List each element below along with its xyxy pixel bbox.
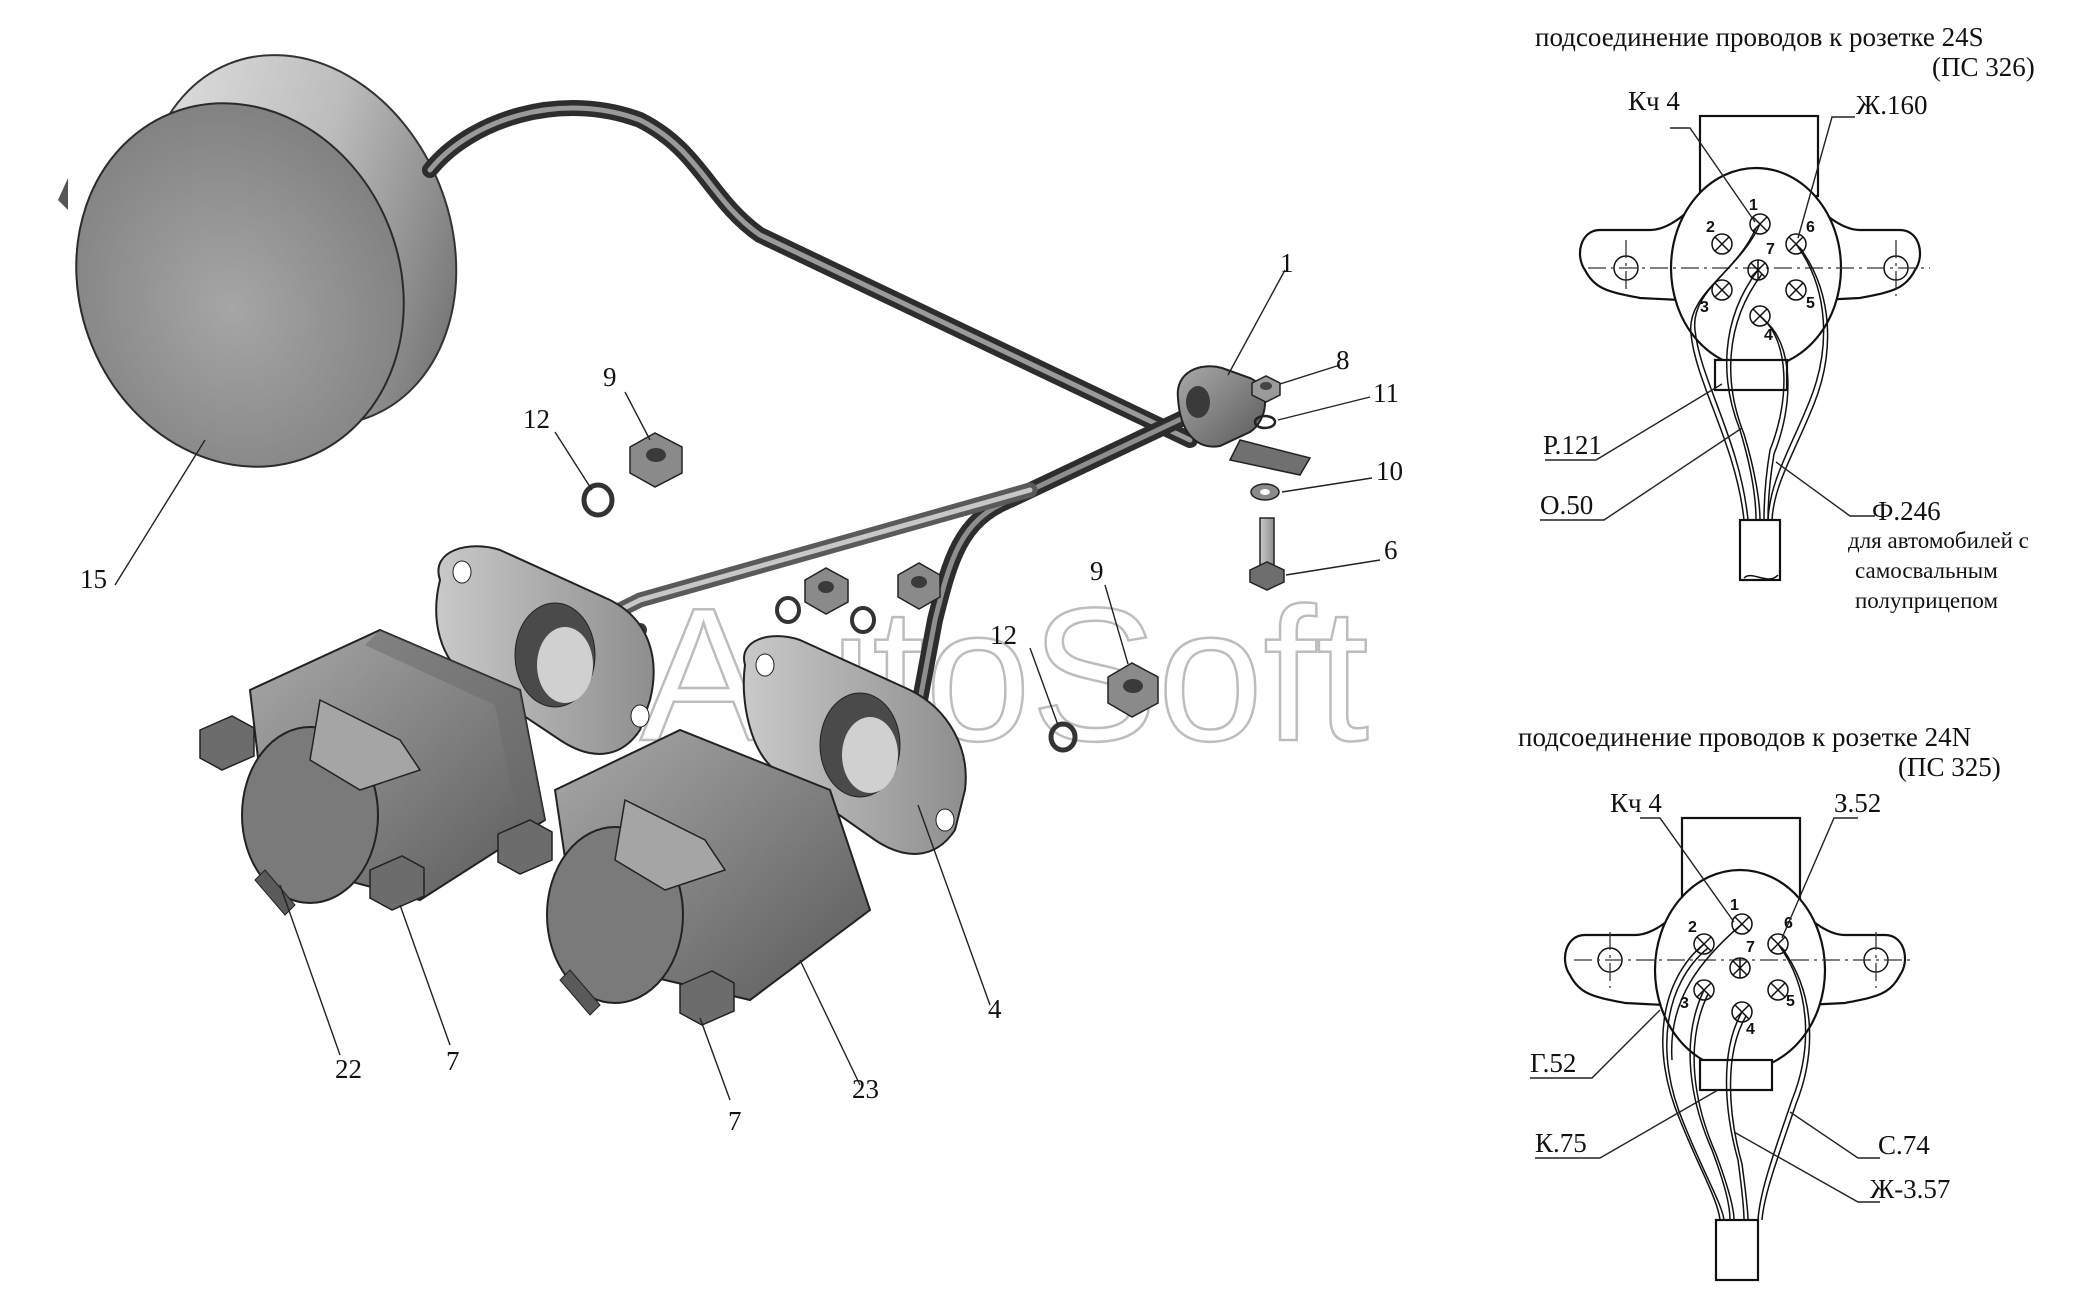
wire-24S-r121: Р.121 [1543,430,1602,460]
washer-11 [1253,414,1277,430]
nut-middle-b [897,562,941,610]
pin-24N-2: 2 [1688,919,1697,936]
socket-24S-code: (ПС 326) [1932,52,2035,82]
pin-24N-4: 4 [1746,1021,1755,1038]
wire-24N-k75: К.75 [1535,1128,1587,1158]
wire-24N-z52: З.52 [1834,788,1881,818]
pin-24S-3: 3 [1700,299,1709,316]
label-part-15: 15 [80,564,107,594]
label-part-1: 1 [1280,248,1294,278]
label-part-4: 4 [988,994,1002,1024]
wire-24N-zh357: Ж-3.57 [1870,1174,1950,1204]
wire-24N-s74: С.74 [1878,1130,1930,1160]
part-callouts: 1 8 11 10 6 9 12 9 12 15 4 22 7 23 7 [80,248,1403,1136]
socket-24N-schematic: подсоединение проводов к розетке 24N (ПС… [1518,722,2001,1282]
nut-middle-a [804,567,849,615]
label-part-7-left: 7 [446,1046,460,1076]
wire-24S-kch4: Кч 4 [1628,86,1680,116]
pin-24S-6: 6 [1806,219,1815,236]
label-part-10: 10 [1376,456,1403,486]
socket-23 [497,728,872,1026]
pin-24S-7: 7 [1766,241,1775,258]
pin-24N-7: 7 [1746,939,1755,956]
socket-24N-wires [1662,923,1811,1221]
pin-24N-1: 1 [1730,897,1739,914]
label-part-22: 22 [335,1054,362,1084]
socket-22 [199,628,547,916]
wire-24S-f246: Ф.246 [1872,496,1941,526]
washer-12-right [1048,721,1078,753]
wire-24S-o50: О.50 [1540,490,1593,520]
wire-24N-kch4: Кч 4 [1610,788,1662,818]
mounting-plate-right [742,635,967,855]
wire-24N-g52: Г.52 [1530,1048,1576,1078]
pin-24S-2: 2 [1706,219,1715,236]
socket-24S-wires [1690,223,1829,521]
label-part-11: 11 [1373,378,1399,408]
label-part-7-right: 7 [728,1106,742,1136]
socket-24S-title: подсоединение проводов к розетке 24S [1535,22,1984,52]
wire-24S-zh160: Ж.160 [1856,90,1927,120]
washer-middle [775,596,876,634]
pin-24S-5: 5 [1806,295,1815,312]
nut-9-left [629,432,683,488]
label-part-9-right: 9 [1090,556,1104,586]
pin-24N-5: 5 [1786,993,1795,1010]
clamp-1 [1176,365,1312,476]
label-part-9-left: 9 [603,362,617,392]
label-part-23: 23 [852,1074,879,1104]
label-part-12-right: 12 [990,620,1017,650]
lamp-assembly [58,54,458,468]
pin-24N-3: 3 [1680,995,1689,1012]
socket-24S-note-line-2: самосвальным [1855,558,1998,583]
label-part-6: 6 [1384,535,1398,565]
washer-10 [1250,483,1280,501]
nut-9-right [1107,662,1159,718]
mounting-plate-left [435,545,655,755]
nut-8 [1251,375,1281,403]
label-part-8: 8 [1336,345,1350,375]
label-part-12-left: 12 [523,404,550,434]
socket-24S-note-line-3: полуприцепом [1855,588,1998,613]
socket-24S-schematic: подсоединение проводов к розетке 24S (ПС… [1535,22,2035,613]
washer-12-left [581,482,615,518]
socket-24N-code: (ПС 325) [1898,752,2001,782]
bolt-6 [1249,517,1285,591]
socket-24N-title: подсоединение проводов к розетке 24N [1518,722,1971,752]
pin-24S-4: 4 [1764,327,1773,344]
socket-24S-note-line-1: для автомобилей с [1848,528,2029,553]
pin-24S-1: 1 [1749,197,1758,214]
